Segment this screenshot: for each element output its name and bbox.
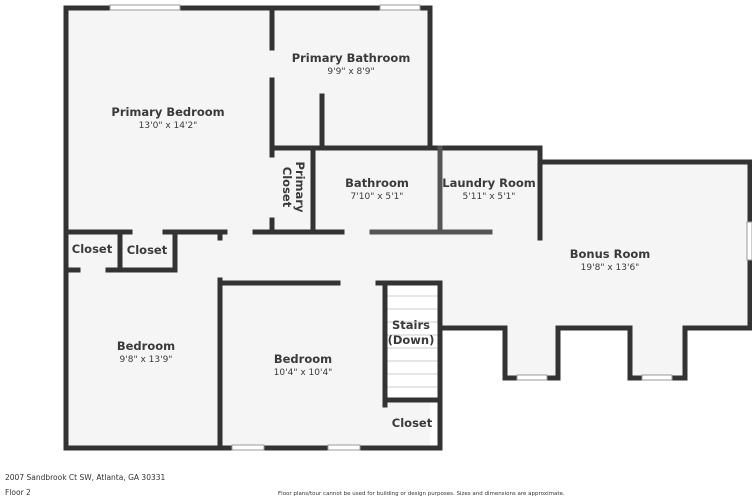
room-name: Closet — [126, 243, 168, 257]
room-name: Bedroom — [273, 352, 333, 366]
room-floors — [66, 8, 750, 448]
room-name: Closet — [391, 416, 433, 430]
room-dims: 9'8" x 13'9" — [119, 355, 173, 365]
room-dims: 10'4" x 10'4" — [273, 368, 333, 378]
room-name: Bathroom — [345, 176, 409, 190]
address: 2007 Sandbrook Ct SW, Atlanta, GA 30331 — [5, 473, 166, 482]
stair-treads — [387, 295, 438, 388]
disclaimer: Floor plans/tour cannot be used for buil… — [278, 491, 565, 497]
room-name: Stairs (Down) — [387, 318, 435, 347]
stairs-steps — [385, 283, 440, 400]
room-closet-1: Closet — [72, 242, 112, 256]
room-dims: 5'11" x 5'1" — [462, 192, 516, 202]
room-name: Bedroom — [116, 339, 176, 353]
walls — [63, 5, 752, 451]
room-name: Laundry Room — [442, 176, 536, 190]
room-name: Primary Bathroom — [291, 51, 411, 65]
room-closet-3: Closet — [392, 416, 432, 430]
room-name: Bonus Room — [569, 247, 651, 261]
room-bedroom-1: Bedroom 9'8" x 13'9" — [117, 339, 175, 365]
room-bathroom: Bathroom 7'10" x 5'1" — [345, 176, 409, 202]
floor-label: Floor 2 — [5, 488, 31, 497]
room-bedroom-2: Bedroom 10'4" x 10'4" — [274, 352, 333, 378]
room-laundry: Laundry Room 5'11" x 5'1" — [442, 176, 536, 202]
room-closet-2: Closet — [127, 243, 167, 257]
room-primary-bathroom: Primary Bathroom 9'9" x 8'9" — [292, 51, 411, 77]
room-name: Primary Closet — [280, 161, 307, 213]
room-dims: 9'9" x 8'9" — [327, 67, 375, 77]
room-bonus: Bonus Room 19'8" x 13'6" — [570, 247, 651, 273]
room-name: Closet — [71, 242, 113, 256]
room-primary-bedroom: Primary Bedroom 13'0" x 14'2" — [111, 105, 224, 131]
room-stairs: Stairs (Down) — [386, 318, 436, 348]
room-name: Primary Bedroom — [111, 105, 225, 119]
room-dims: 13'0" x 14'2" — [138, 121, 198, 131]
room-dims: 7'10" x 5'1" — [350, 192, 404, 202]
windows — [109, 4, 752, 451]
room-dims: 19'8" x 13'6" — [580, 263, 640, 273]
room-primary-closet: Primary Closet — [280, 157, 307, 217]
